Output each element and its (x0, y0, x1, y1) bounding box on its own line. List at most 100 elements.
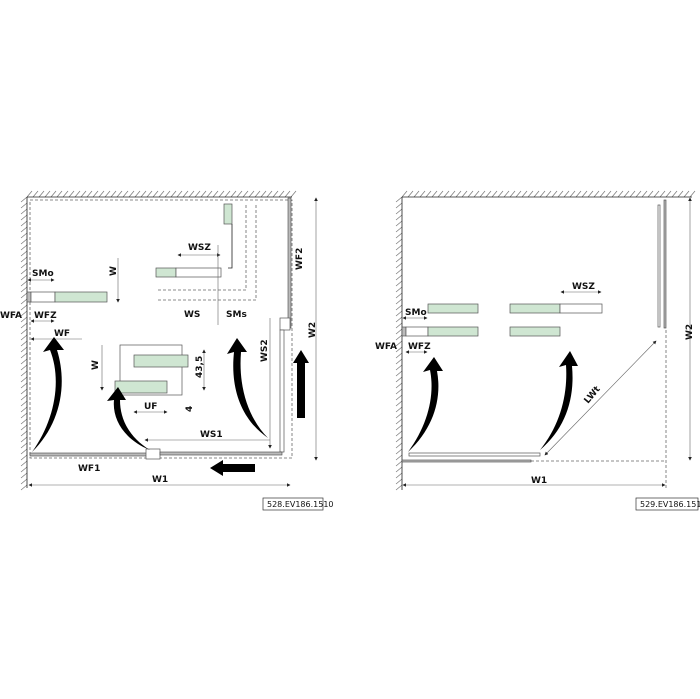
hatch-mark (20, 322, 28, 329)
hatch-mark (20, 412, 28, 419)
hatch-mark (20, 418, 28, 425)
label-wfa: WFA (0, 311, 22, 321)
hatch-mark (395, 436, 403, 443)
wall-hatching (395, 190, 696, 491)
hatch-mark (182, 190, 189, 198)
hinge-block-bottom (145, 448, 161, 460)
label-w1: W1 (531, 476, 547, 486)
hatch-mark (395, 460, 403, 467)
hatch-mark (32, 190, 39, 198)
hatch-mark (20, 352, 28, 359)
glass-detail (509, 303, 561, 314)
hatch-mark (395, 370, 403, 377)
hatch-mark (395, 250, 403, 257)
hatch-mark (527, 190, 534, 198)
hatch-mark (20, 208, 28, 215)
hatch-mark (635, 190, 642, 198)
hatch-mark (20, 298, 28, 305)
wall-profile (26, 291, 32, 303)
hatch-mark (395, 454, 403, 461)
hatch-mark (395, 472, 403, 479)
hatch-mark (431, 190, 438, 198)
hatch-mark (200, 190, 207, 198)
hatch-mark (98, 190, 105, 198)
hatch-mark (659, 190, 666, 198)
hatch-mark (395, 478, 403, 485)
hatch-mark (395, 322, 403, 329)
hatch-mark (170, 190, 177, 198)
hatch-mark (20, 436, 28, 443)
glass-detail (30, 291, 56, 303)
hatch-mark (110, 190, 117, 198)
label-w-top: W (109, 266, 119, 276)
hatch-mark (395, 238, 403, 245)
hatch-mark (581, 190, 588, 198)
glass-detail (54, 291, 108, 303)
hatch-mark (683, 190, 690, 198)
hatch-mark (485, 190, 492, 198)
hatch-mark (407, 190, 414, 198)
hatch-mark (689, 190, 696, 198)
hatch-mark (20, 268, 28, 275)
hatch-mark (599, 190, 606, 198)
hatch-mark (266, 190, 273, 198)
hatch-mark (395, 466, 403, 473)
hatch-mark (629, 190, 636, 198)
glass-detail (559, 303, 603, 314)
hatch-mark (443, 190, 450, 198)
reference-box (262, 497, 324, 511)
hatch-mark (395, 340, 403, 347)
side-door-panel (279, 329, 285, 453)
hatch-mark (20, 424, 28, 431)
swing-arrow-icon (408, 357, 443, 452)
hatch-mark (575, 190, 582, 198)
hatch-mark (146, 190, 153, 198)
swing-arrow-icon (107, 387, 150, 450)
hatch-mark (20, 196, 28, 203)
glass-detail (405, 326, 429, 337)
hatch-mark (455, 190, 462, 198)
right-diagram: SMo WSZ WFA WFZ LWt W1 W2 529.EV186.1510 (375, 190, 700, 511)
hatch-mark (665, 190, 672, 198)
label-w2: W2 (685, 324, 695, 340)
side-panel-inner (657, 204, 661, 328)
hatch-mark (671, 190, 678, 198)
hatch-mark (80, 190, 87, 198)
hatch-mark (290, 190, 297, 198)
hatch-mark (20, 250, 28, 257)
hinge-block (279, 317, 291, 331)
hatch-mark (395, 388, 403, 395)
hatch-mark (395, 274, 403, 281)
hatch-mark (260, 190, 267, 198)
hatch-mark (509, 190, 516, 198)
label-43-5: 43,5 (195, 356, 205, 378)
hatch-mark (503, 190, 510, 198)
hatch-mark (569, 190, 576, 198)
hatch-mark (20, 448, 28, 455)
hatch-mark (20, 442, 28, 449)
hatch-mark (395, 400, 403, 407)
label-wsz: WSZ (572, 282, 595, 292)
hatch-mark (20, 280, 28, 287)
hatch-mark (419, 190, 426, 198)
hatch-mark (20, 370, 28, 377)
hatch-mark (395, 364, 403, 371)
hatch-mark (20, 304, 28, 311)
hatch-mark (395, 214, 403, 221)
hatch-mark (395, 430, 403, 437)
hatch-mark (593, 190, 600, 198)
hatch-mark (449, 190, 456, 198)
fixed-panel-wf1 (29, 452, 151, 457)
hatch-mark (38, 190, 45, 198)
hatch-mark (86, 190, 93, 198)
hatch-mark (20, 340, 28, 347)
hatch-mark (158, 190, 165, 198)
hatch-mark (395, 244, 403, 251)
hatch-mark (20, 346, 28, 353)
hatch-mark (515, 190, 522, 198)
label-w2: W2 (308, 322, 318, 338)
hatch-mark (395, 424, 403, 431)
hatch-mark (230, 190, 237, 198)
hatch-mark (116, 190, 123, 198)
reference-box (635, 497, 699, 511)
